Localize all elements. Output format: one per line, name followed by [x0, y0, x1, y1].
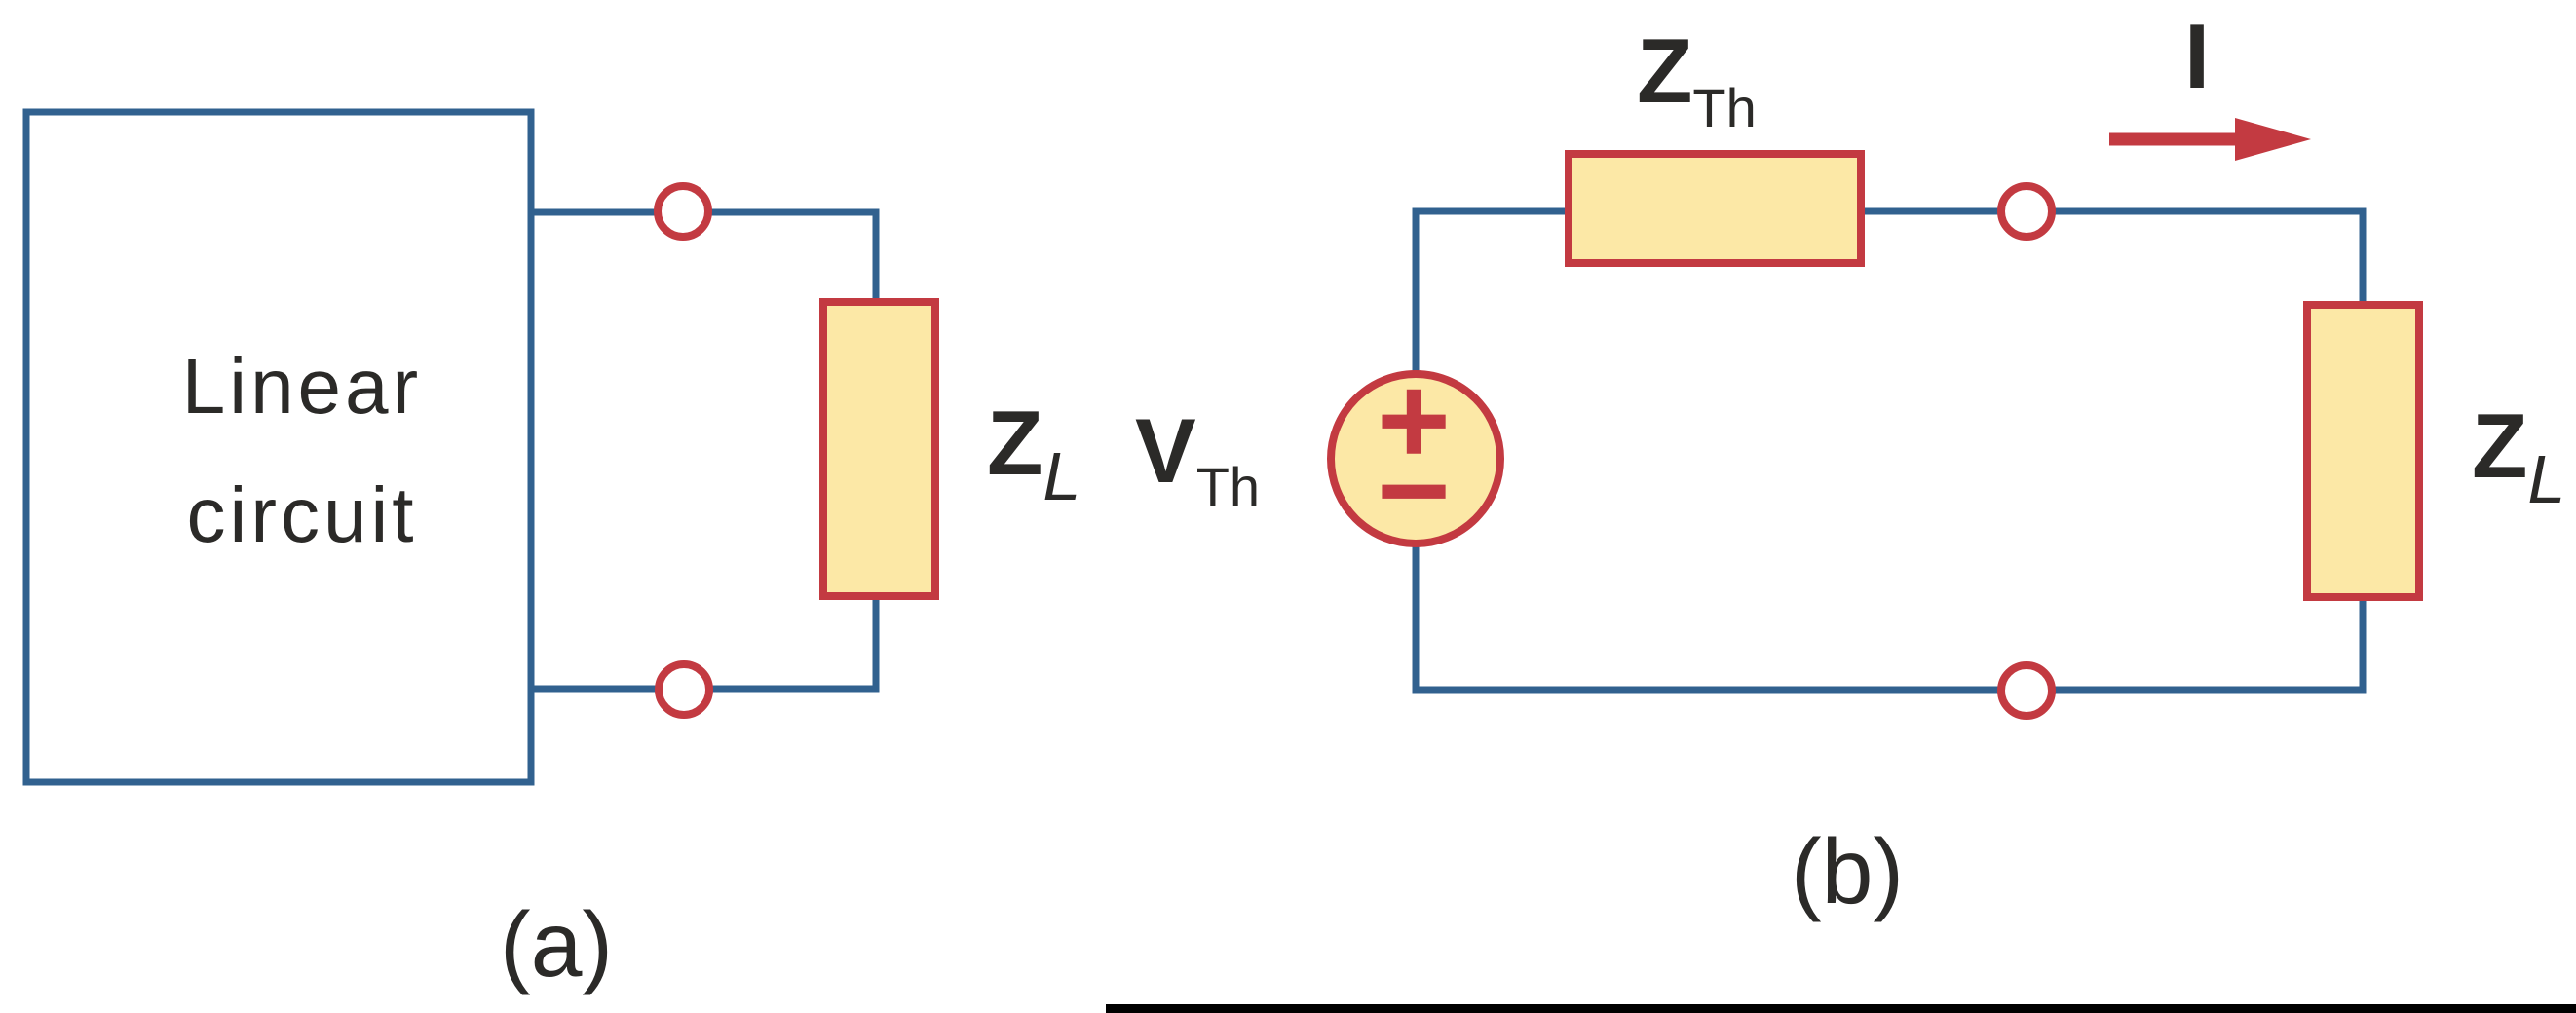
caption-b: (b) [1791, 820, 1904, 923]
terminal-node-top-b [1997, 182, 2056, 241]
wire-top-right-b [1861, 207, 2367, 305]
voltage-source-circle [1327, 370, 1504, 547]
bottom-divider-line [1106, 1004, 2576, 1013]
current-label: I [2184, 5, 2210, 107]
wire-bottom-b [1412, 543, 2367, 694]
thevenin-voltage-label: VTh [1135, 399, 1260, 517]
current-arrow-head [2235, 118, 2311, 161]
terminal-node-bottom-a [655, 660, 713, 719]
load-impedance-sub-b: L [2527, 441, 2565, 517]
load-impedance-label-b: ZL [2472, 394, 2565, 517]
load-resistor-a [819, 298, 939, 600]
thevenin-impedance-sub: Th [1692, 77, 1756, 138]
thevenin-impedance-main: Z [1637, 19, 1692, 122]
terminal-node-top-a [654, 182, 712, 241]
caption-a: (a) [500, 893, 613, 996]
thevenin-voltage-main: V [1135, 399, 1196, 502]
minus-icon: − [1377, 419, 1451, 561]
load-impedance-label-a: ZL [987, 392, 1080, 514]
current-arrow [2109, 118, 2311, 161]
load-resistor-b [2303, 301, 2423, 601]
linear-circuit-label-line2: circuit [187, 471, 418, 558]
linear-circuit-label-line1: Linear [182, 343, 422, 430]
thevenin-impedance-label: ZTh [1637, 19, 1757, 138]
panel-a: Linear circuit ZL (a) [22, 108, 1080, 996]
wire-top-a [531, 208, 880, 302]
panel-b: + − VTh ZTh I ZL (b) [1135, 5, 2565, 923]
plus-icon: + [1377, 349, 1451, 491]
wire-top-left-b [1412, 207, 1569, 375]
linear-circuit-box [22, 108, 535, 786]
load-impedance-main-b: Z [2472, 394, 2527, 497]
terminal-node-bottom-b [1997, 661, 2056, 720]
wire-bottom-a [531, 596, 880, 693]
load-impedance-main-a: Z [987, 392, 1042, 494]
thevenin-voltage-sub: Th [1196, 456, 1260, 517]
load-impedance-sub-a: L [1042, 438, 1080, 514]
voltage-source: + − [1327, 349, 1504, 561]
thevenin-resistor [1565, 150, 1865, 267]
